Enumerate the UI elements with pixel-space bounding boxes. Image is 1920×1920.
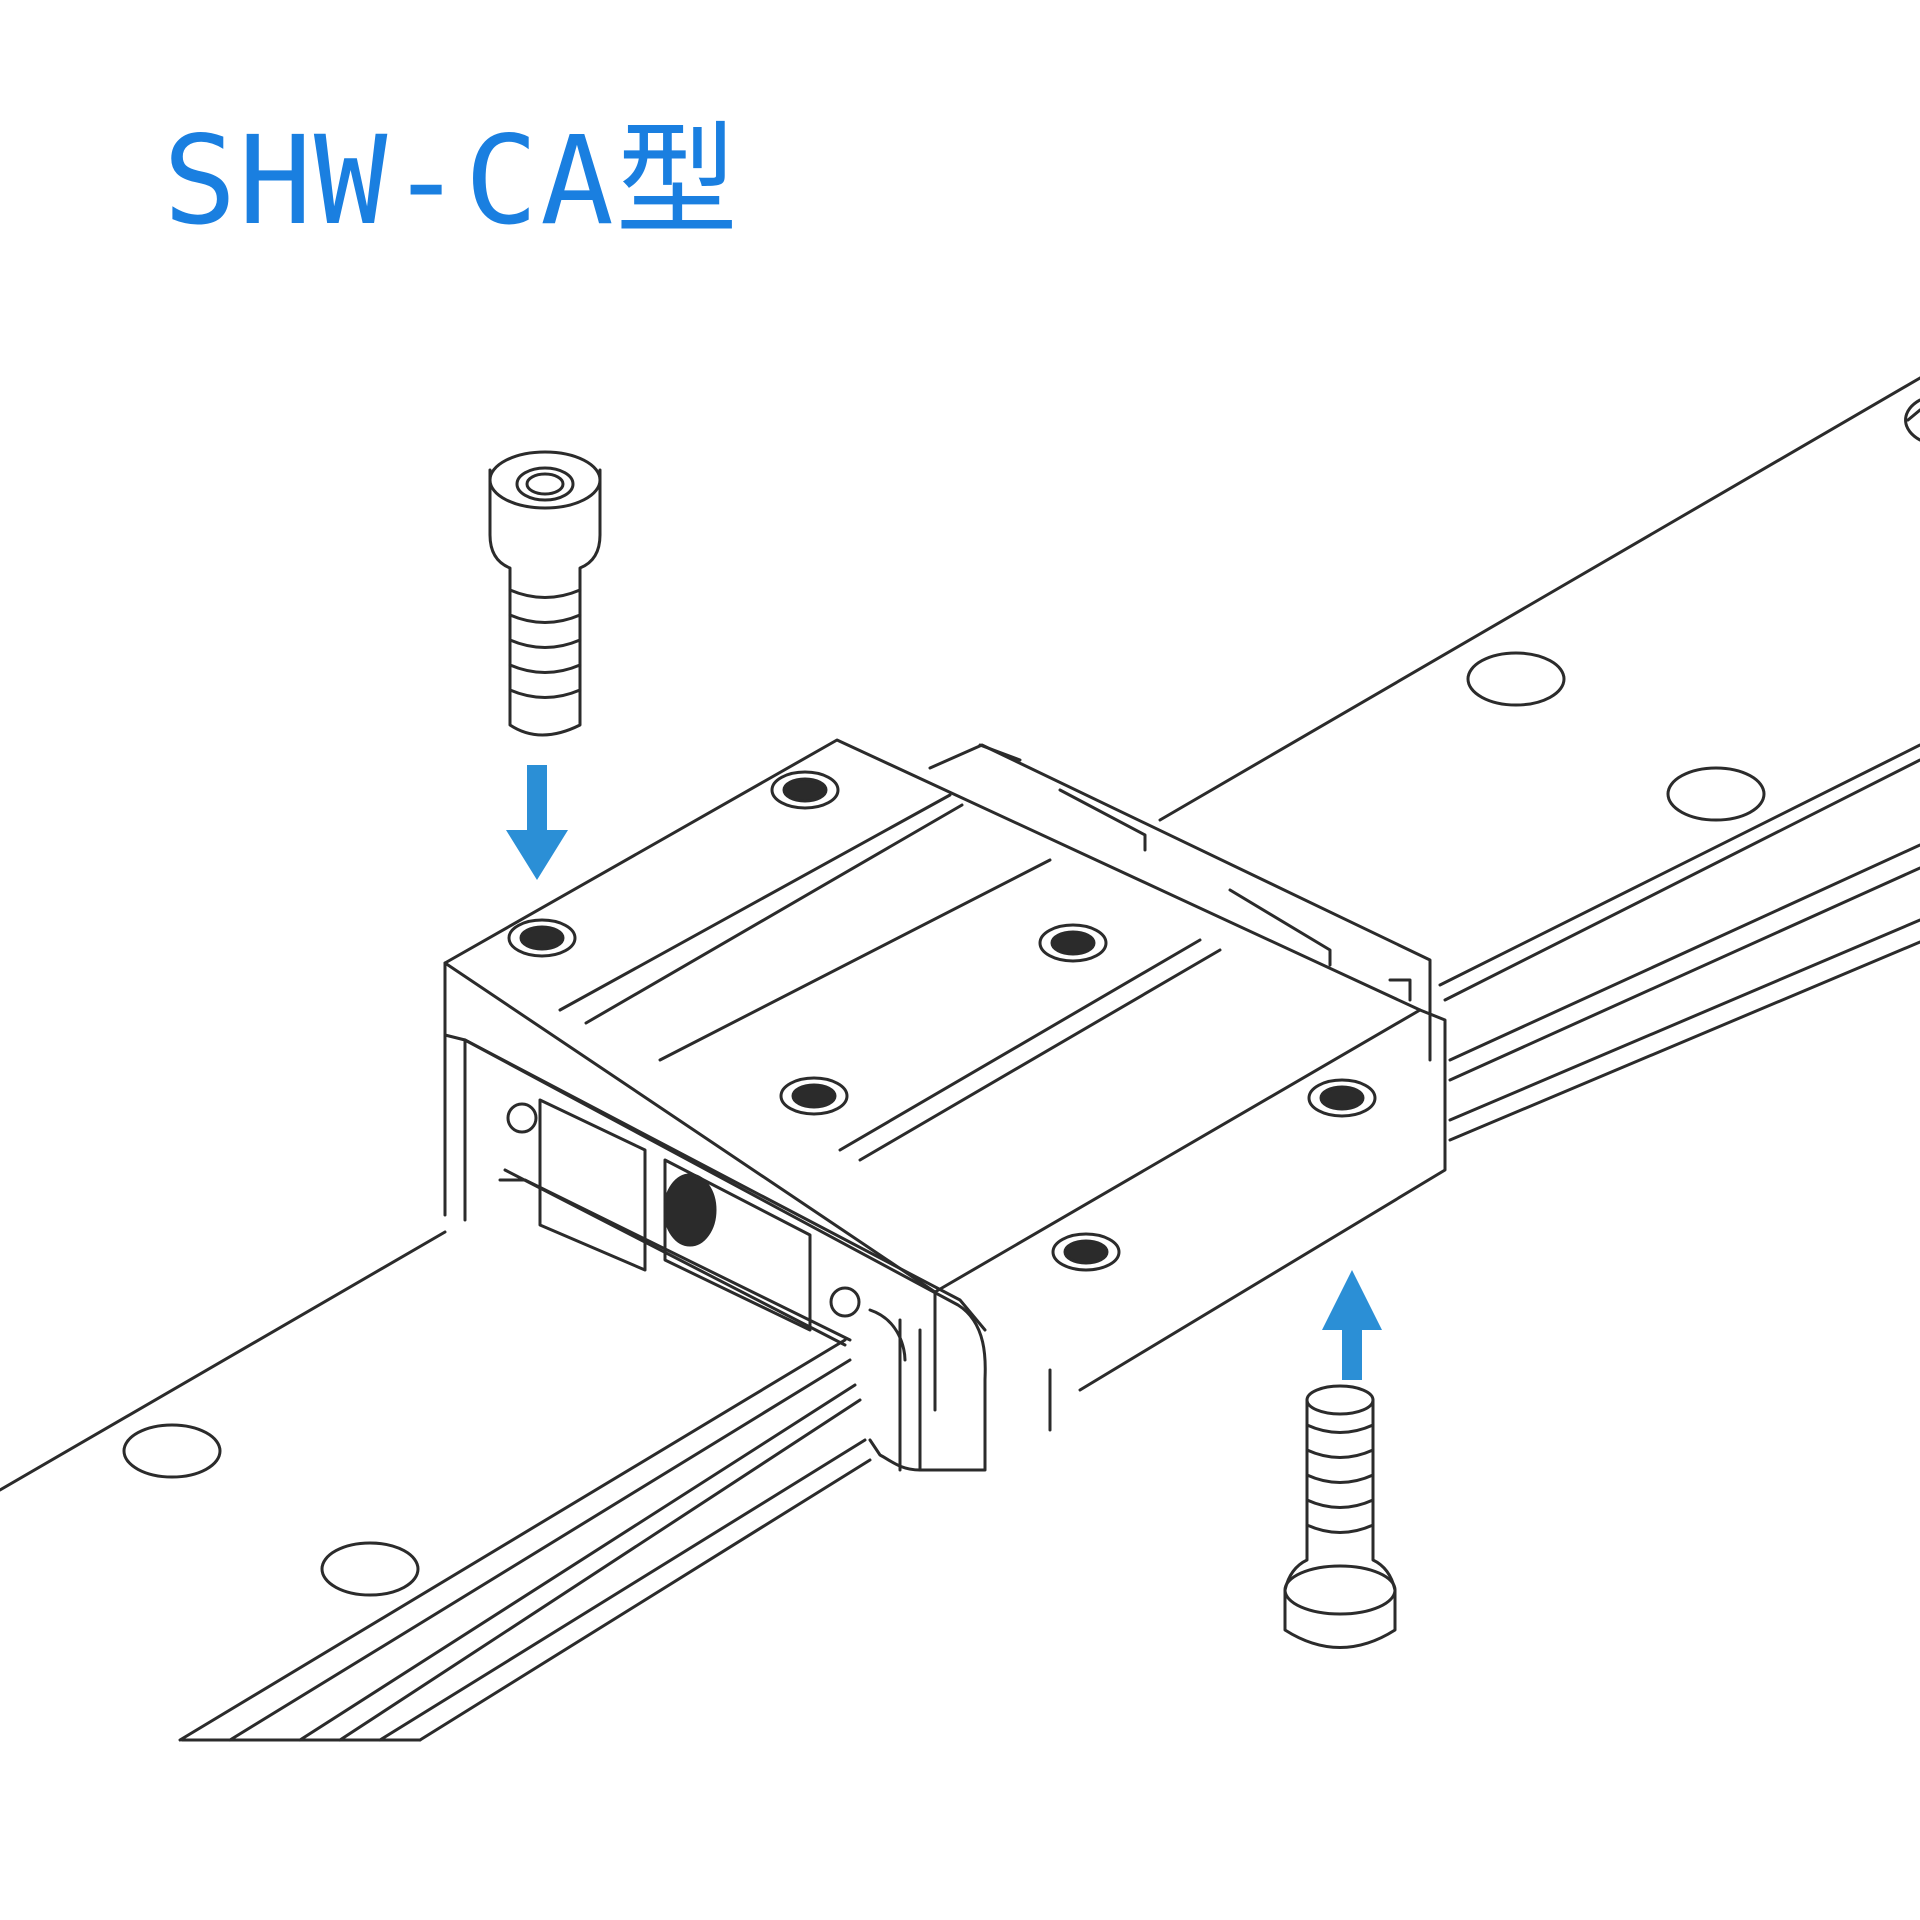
rail-hole <box>1666 766 1766 822</box>
front-screw <box>829 1286 861 1318</box>
arrow-down-icon <box>506 765 568 880</box>
page-title: SHW-CA型 <box>163 110 740 252</box>
front-screw <box>506 1102 538 1134</box>
block-holes <box>507 770 1377 1272</box>
socket-head-cap-screw-icon <box>1283 1384 1397 1649</box>
socket-head-cap-screw-icon <box>488 450 602 737</box>
guide-rail <box>0 376 1920 1742</box>
rail-hole <box>320 1541 420 1597</box>
slider-block <box>443 738 1447 1472</box>
rail-hole <box>1466 651 1566 707</box>
rail-hole <box>122 1423 222 1479</box>
arrow-up-icon <box>1322 1270 1382 1380</box>
